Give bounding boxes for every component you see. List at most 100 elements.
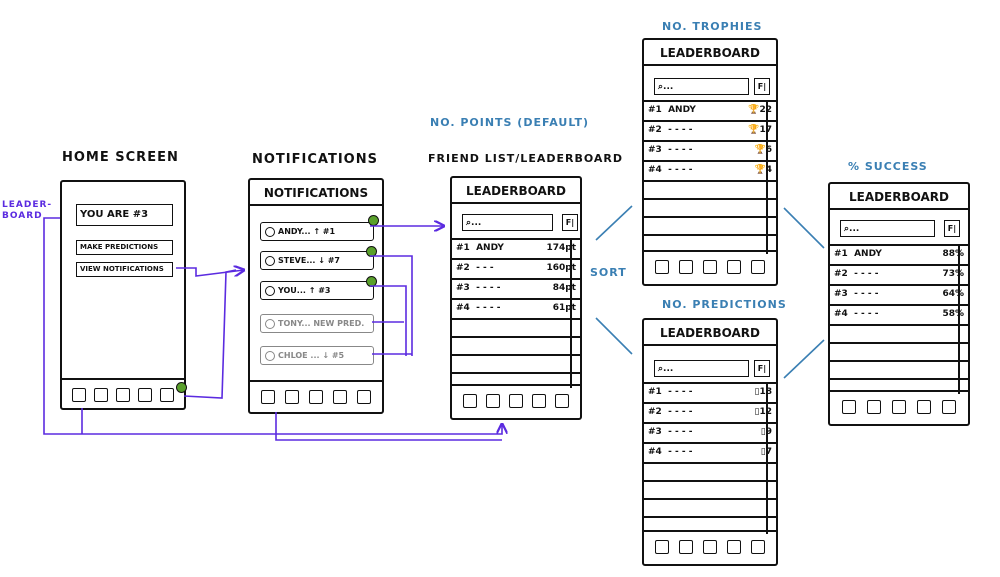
leaderboard-note: LEADER- BOARD [2, 200, 53, 221]
pct-success-caption: % SUCCESS [848, 160, 928, 173]
leaderboard-row[interactable]: #2 - - - -▯12 [648, 404, 772, 420]
nav-tab-3[interactable] [508, 394, 523, 408]
nav-tab-1[interactable] [261, 390, 275, 404]
nav-tab-4[interactable] [727, 540, 741, 554]
nav-tab-2[interactable] [679, 260, 693, 274]
arrow-rank-to-leaderboard [43, 217, 502, 435]
view-notifications-button[interactable]: VIEW NOTIFICATIONS [76, 262, 173, 277]
leaderboard-row[interactable]: #2 - - - -73% [834, 266, 964, 282]
nav-tab-1[interactable] [655, 260, 669, 274]
nav-tab-notifications[interactable] [160, 388, 174, 402]
row-divider [452, 354, 580, 356]
row-value: ▯12 [754, 407, 772, 417]
filter-icon[interactable]: F| [754, 78, 770, 95]
row-divider [644, 234, 776, 236]
scrollbar[interactable] [570, 238, 572, 388]
notification-item-chloe[interactable]: CHLOE ... ↓ #5 [260, 346, 374, 365]
search-input[interactable]: ⌕... [462, 214, 553, 231]
nav-tab-3[interactable] [309, 390, 323, 404]
nav-tab-4[interactable] [333, 390, 347, 404]
status-circle-icon [265, 350, 275, 361]
leaderboard-row[interactable]: #4 - - - -58% [834, 306, 964, 322]
nav-tab-1[interactable] [841, 400, 856, 414]
row-value: 🏆6 [754, 145, 772, 155]
search-input[interactable]: ⌕... [840, 220, 935, 237]
nav-tab-1[interactable] [72, 388, 86, 402]
row-divider [644, 498, 776, 500]
notification-item-andy[interactable]: ANDY... ↑ #1 [260, 222, 374, 241]
nav-tab-1[interactable] [462, 394, 477, 408]
title-divider [830, 208, 968, 210]
nav-tab-3[interactable] [703, 260, 717, 274]
notifications-title: NOTIFICATIONS [263, 186, 369, 200]
row-value: 🏆22 [748, 105, 772, 115]
bracket-you [370, 285, 407, 356]
nav-tab-5[interactable] [751, 540, 765, 554]
nav-tab-5[interactable] [357, 390, 371, 404]
nav-tab-3[interactable] [116, 388, 130, 402]
status-circle-icon [265, 226, 275, 237]
leaderboard-row[interactable]: #1 ANDY🏆22 [648, 102, 772, 118]
row-divider [452, 336, 580, 338]
nav-tab-4[interactable] [917, 400, 932, 414]
nav-tab-4[interactable] [727, 260, 741, 274]
scrollbar[interactable] [766, 382, 768, 534]
nav-tab-5[interactable] [942, 400, 957, 414]
leaderboard-predictions-phone: LEADERBOARD ⌕... F| #1 - - - -▯18 #2 - -… [642, 318, 778, 566]
leaderboard-row[interactable]: #2 - - - -🏆17 [648, 122, 772, 138]
row-value: 160pt [546, 263, 576, 273]
nav-tab-1[interactable] [655, 540, 669, 554]
title-divider [644, 64, 776, 66]
nav-tab-3[interactable] [703, 540, 717, 554]
nav-tab-4[interactable] [138, 388, 152, 402]
row-divider [452, 258, 580, 260]
notification-item-steve[interactable]: STEVE... ↓ #7 [260, 251, 374, 270]
filter-icon[interactable]: F| [754, 360, 770, 377]
row-value: 64% [942, 289, 964, 299]
make-predictions-button[interactable]: MAKE PREDICTIONS [76, 240, 173, 255]
notification-item-you[interactable]: YOU... ↑ #3 [260, 281, 374, 300]
leaderboard-title-divider [452, 202, 580, 204]
rank-box[interactable]: YOU ARE #3 [76, 204, 173, 226]
filter-icon[interactable]: F| [562, 214, 578, 231]
row-divider [644, 462, 776, 464]
nav-tab-3[interactable] [891, 400, 906, 414]
nav-tab-2[interactable] [679, 540, 693, 554]
leaderboard-row[interactable]: #1 - - - -▯18 [648, 384, 772, 400]
row-divider [644, 120, 776, 122]
nav-tab-2[interactable] [485, 394, 500, 408]
scrollbar[interactable] [958, 244, 960, 394]
row-divider [644, 216, 776, 218]
leaderboard-row[interactable]: #4 - - - -61pt [456, 300, 576, 316]
nav-tab-5[interactable] [555, 394, 570, 408]
nav-tab-4[interactable] [532, 394, 547, 408]
notification-item-tony[interactable]: TONY... NEW PRED. [260, 314, 374, 333]
row-rank-name: #3 - - - - [648, 427, 693, 437]
leaderboard-row[interactable]: #3 - - - -🏆6 [648, 142, 772, 158]
search-input[interactable]: ⌕... [654, 78, 749, 95]
leaderboard-row[interactable]: #3 - - - -84pt [456, 280, 576, 296]
row-rank-name: #4 - - - - [834, 309, 879, 319]
filter-icon[interactable]: F| [944, 220, 960, 237]
row-divider [830, 342, 968, 344]
notifications-nav-bar [256, 390, 376, 404]
scrollbar[interactable] [766, 100, 768, 254]
leaderboard-title: LEADERBOARD [659, 326, 761, 340]
nav-tab-2[interactable] [285, 390, 299, 404]
search-input[interactable]: ⌕... [654, 360, 749, 377]
row-rank-name: #4 - - - - [456, 303, 501, 313]
sort-caption: SORT [590, 266, 627, 279]
leaderboard-row[interactable]: #3 - - - -64% [834, 286, 964, 302]
status-circle-icon [265, 255, 275, 266]
row-rank-name: #3 - - - - [456, 283, 501, 293]
arrow-view-notifications [176, 268, 244, 277]
nav-tab-2[interactable] [94, 388, 108, 402]
nav-tab-2[interactable] [866, 400, 881, 414]
leaderboard-nav-bar [458, 394, 574, 408]
leaderboard-row[interactable]: #4 - - - -🏆4 [648, 162, 772, 178]
nav-tab-5[interactable] [751, 260, 765, 274]
leaderboard-row[interactable]: #2 - - -160pt [456, 260, 576, 276]
